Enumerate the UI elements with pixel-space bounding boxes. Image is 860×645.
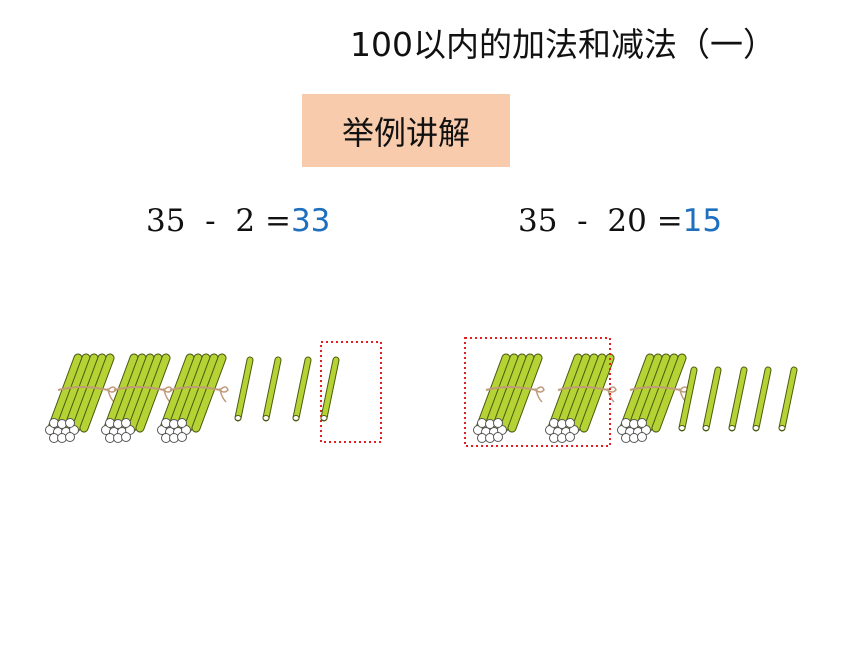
subtrahend: 20 bbox=[607, 203, 647, 239]
page-title: 100以内的加法和减法（一） bbox=[350, 25, 776, 64]
minus-sign: - bbox=[577, 203, 588, 239]
selection-dotted-box bbox=[464, 337, 611, 447]
stick-bundle bbox=[473, 353, 545, 443]
equals-sign: = bbox=[656, 203, 683, 239]
sticks-group-right bbox=[464, 337, 798, 447]
single-stick bbox=[752, 366, 772, 432]
equation-right: 35 - 20 =15 bbox=[518, 203, 722, 239]
single-stick bbox=[702, 366, 722, 432]
single-stick bbox=[778, 366, 798, 432]
stick-bundle bbox=[545, 353, 617, 443]
stick-bundle bbox=[101, 353, 173, 443]
equation-left: 35 - 2 =33 bbox=[146, 203, 330, 239]
stick-bundle bbox=[157, 353, 229, 443]
single-stick bbox=[728, 366, 748, 432]
single-stick bbox=[292, 356, 312, 422]
answer: 15 bbox=[682, 203, 723, 239]
section-badge-label: 举例讲解 bbox=[341, 113, 470, 152]
single-stick bbox=[234, 356, 254, 422]
sticks-group-left bbox=[45, 341, 382, 443]
single-stick bbox=[320, 356, 340, 422]
single-stick bbox=[262, 356, 282, 422]
equals-sign: = bbox=[264, 203, 291, 239]
minuend: 35 bbox=[518, 203, 558, 239]
stick-bundle bbox=[617, 353, 689, 443]
minuend: 35 bbox=[146, 203, 186, 239]
selection-dotted-box bbox=[320, 341, 382, 443]
answer: 33 bbox=[290, 203, 331, 239]
minus-sign: - bbox=[205, 203, 216, 239]
stick-bundle bbox=[45, 353, 117, 443]
subtrahend: 2 bbox=[235, 203, 256, 239]
section-badge: 举例讲解 bbox=[302, 94, 510, 167]
single-stick bbox=[678, 366, 698, 432]
